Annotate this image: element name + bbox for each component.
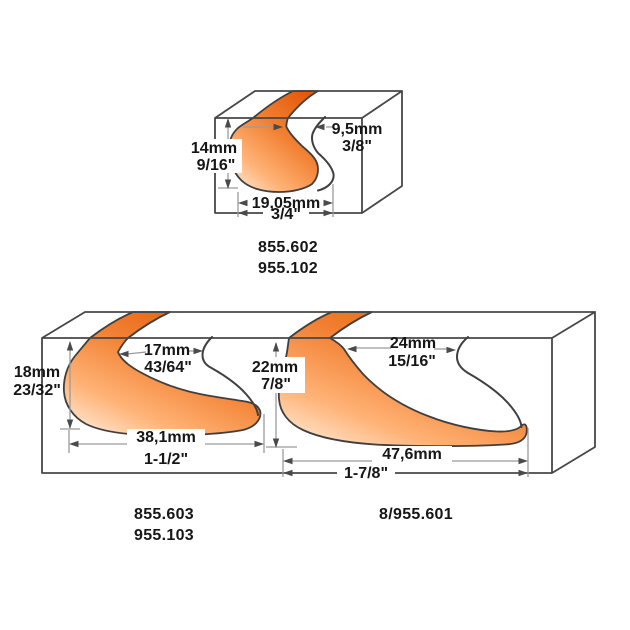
dim-width-mm: 38,1mm bbox=[136, 429, 196, 446]
dim-depth-mm: 18mm bbox=[14, 364, 60, 381]
dim-neck-mm: 17mm bbox=[144, 342, 190, 359]
dim-neck-in: 15/16" bbox=[388, 353, 436, 370]
bottom-left-bit-dimensions: 18mm 23/32" 17mm 43/64" 38,1mm 1-1/2" bbox=[13, 341, 265, 468]
bottom-right-bit-model: 8/955.601 bbox=[379, 506, 453, 523]
top-bit-figure: 14mm 9/16" 9,5mm 3/8" 19,05mm 3/4" 855.6… bbox=[188, 90, 403, 277]
arrow-up-icon bbox=[224, 118, 232, 128]
dim-neck-mm: 9,5mm bbox=[332, 121, 383, 138]
top-bit-lip-curve bbox=[311, 116, 335, 192]
arrow-left-icon bbox=[119, 350, 129, 358]
dim-depth-mm: 22mm bbox=[252, 359, 298, 376]
arrow-right-icon bbox=[193, 347, 203, 355]
bottom-left-bit-model-1: 855.603 bbox=[134, 506, 194, 523]
dim-width-mm: 19,05mm bbox=[252, 195, 321, 212]
arrow-down-icon bbox=[272, 438, 280, 448]
top-bit-dimensions: 14mm 9/16" 9,5mm 3/8" 19,05mm 3/4" bbox=[188, 118, 382, 223]
arrow-left-icon bbox=[347, 345, 357, 353]
arrow-right-icon bbox=[518, 457, 528, 465]
arrow-right-icon bbox=[446, 346, 456, 354]
bottom-right-bit-dimensions: 22mm 7/8" 24mm 15/16" 47,6mm 1-7/8" bbox=[247, 335, 529, 482]
bottom-left-bit-lip-curve bbox=[201, 336, 259, 416]
arrow-down-icon bbox=[224, 179, 232, 189]
arrow-left-icon bbox=[283, 469, 293, 477]
dim-width-mm: 47,6mm bbox=[382, 446, 442, 463]
bottom-bits-block bbox=[41, 311, 596, 474]
arrow-left-icon bbox=[283, 457, 293, 465]
arrow-right-icon bbox=[323, 199, 333, 207]
dim-width-in: 1-7/8" bbox=[344, 465, 388, 482]
arrow-up-icon bbox=[272, 342, 280, 352]
dim-depth-in: 7/8" bbox=[261, 376, 291, 393]
top-bit-model-1: 855.602 bbox=[258, 239, 318, 256]
bottom-left-bit-cut-profile bbox=[62, 311, 262, 437]
arrow-right-icon bbox=[323, 209, 333, 217]
arrow-down-icon bbox=[66, 419, 74, 429]
dim-depth-in: 9/16" bbox=[197, 157, 236, 174]
bottom-bits-figure: 18mm 23/32" 17mm 43/64" 38,1mm 1-1/2" bbox=[13, 311, 596, 544]
dim-depth-mm: 14mm bbox=[191, 140, 237, 157]
bottom-right-bit-lip-curve bbox=[455, 336, 523, 428]
top-bit-block bbox=[214, 90, 403, 214]
dim-width-in: 1-1/2" bbox=[144, 451, 188, 468]
arrow-left-icon bbox=[238, 199, 248, 207]
dim-neck-in: 43/64" bbox=[144, 359, 192, 376]
dim-depth-in: 23/32" bbox=[13, 382, 61, 399]
bottom-right-bit-cut-profile bbox=[277, 311, 528, 448]
arrow-left-icon bbox=[315, 123, 325, 131]
dim-neck-in: 3/8" bbox=[342, 138, 372, 155]
dim-width-in: 3/4" bbox=[271, 206, 301, 223]
arrow-right-icon bbox=[518, 469, 528, 477]
arrow-up-icon bbox=[66, 341, 74, 351]
bottom-left-bit-model-2: 955.103 bbox=[134, 527, 194, 544]
arrow-left-icon bbox=[69, 440, 79, 448]
arrow-left-icon bbox=[238, 209, 248, 217]
top-bit-model-2: 955.102 bbox=[258, 260, 318, 277]
arrow-right-icon bbox=[254, 440, 264, 448]
dim-neck-mm: 24mm bbox=[390, 335, 436, 352]
top-bit-cut-profile bbox=[228, 90, 319, 193]
arrow-right-icon bbox=[273, 123, 283, 131]
